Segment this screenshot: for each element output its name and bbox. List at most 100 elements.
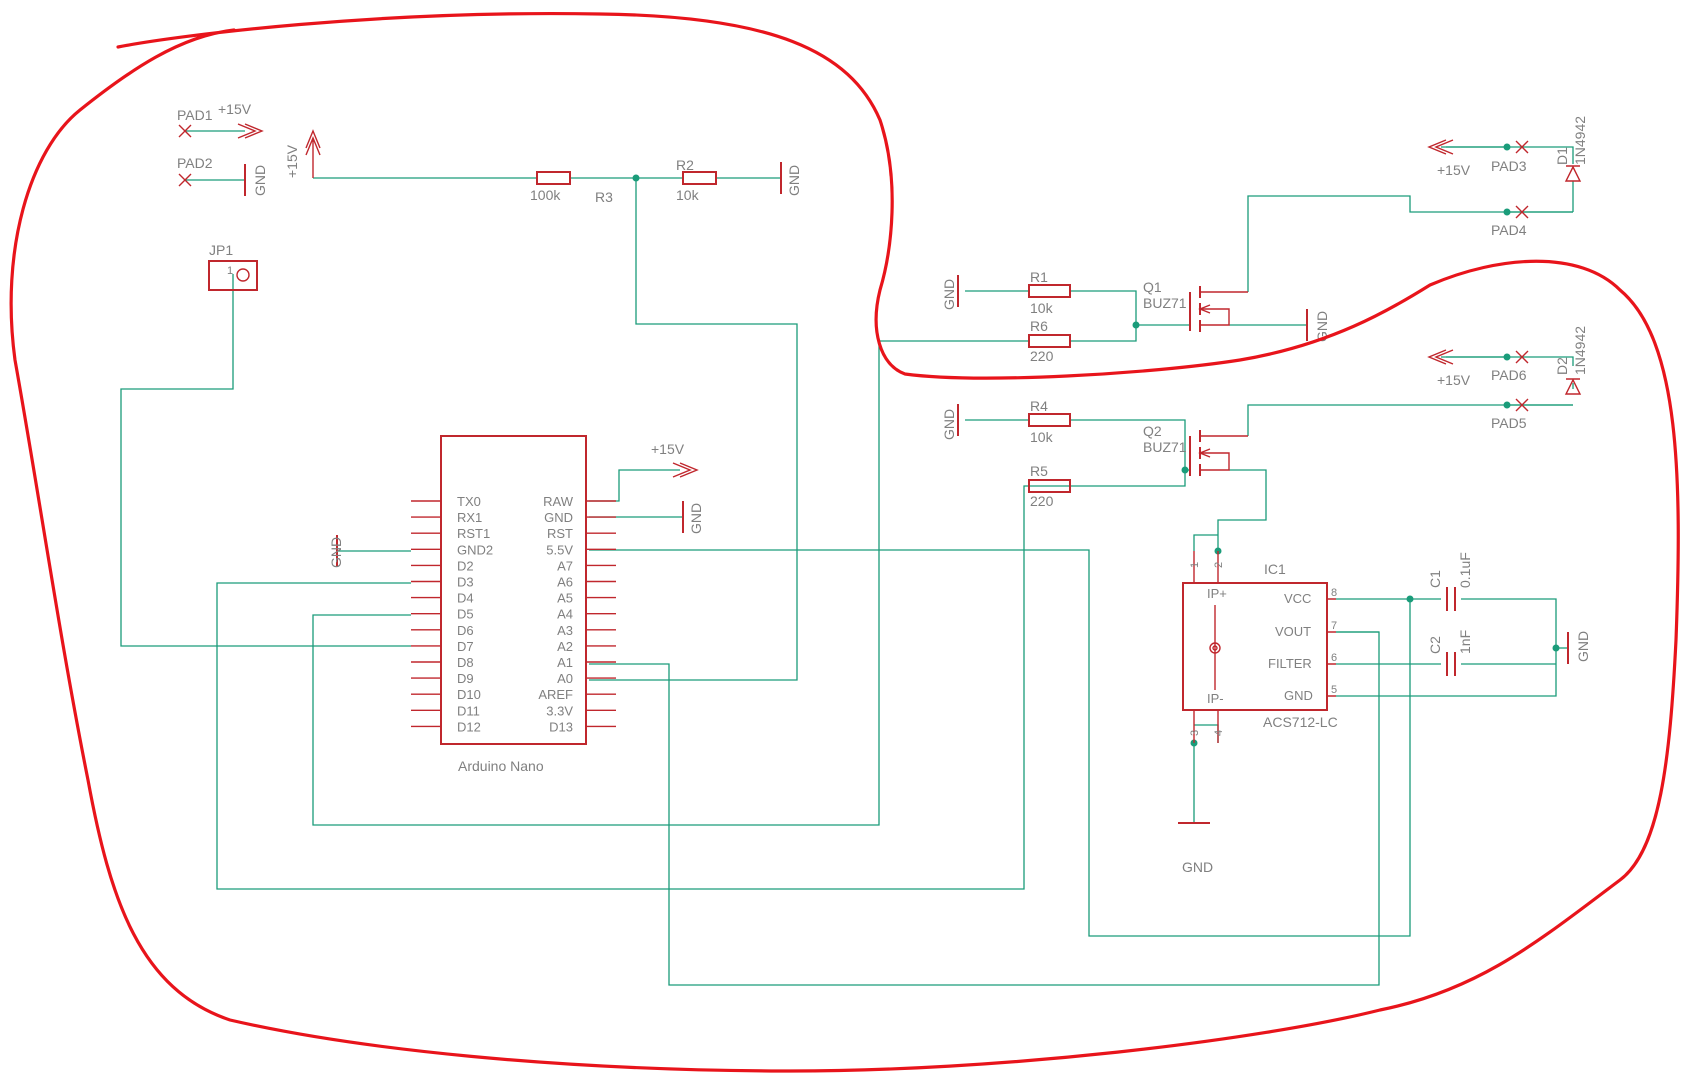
pad2-gnd-label: GND: [252, 165, 268, 196]
capacitor-c1[interactable]: C1 0.1uF: [1427, 552, 1473, 611]
pad1-supply-label: +15V: [218, 101, 252, 117]
c2-value: 1nF: [1457, 630, 1473, 654]
q2-name: Q2: [1143, 423, 1162, 439]
arduino-pin-tx0: TX0: [457, 494, 481, 509]
ic1-num-2: 2: [1213, 562, 1225, 568]
q1-part: BUZ71: [1143, 295, 1187, 311]
resistor-r4[interactable]: R4 10k: [1028, 398, 1071, 445]
ic1-pin-ipminus: IP-: [1207, 691, 1224, 706]
annotation-outlines: [9, 11, 1680, 1073]
r6-value: 220: [1030, 348, 1054, 364]
arduino-pin-a0: A0: [557, 671, 573, 686]
d1-part: 1N4942: [1572, 116, 1588, 165]
ic1-num-1: 1: [1189, 562, 1201, 568]
jp1-name: JP1: [209, 242, 233, 258]
arduino-pin-d6: D6: [457, 623, 474, 638]
arduino-pin-d9: D9: [457, 671, 474, 686]
arduino-nano[interactable]: TX0RX1RST1GND2D2D3D4D5D6D7D8D9D10D11D12 …: [411, 435, 616, 774]
ic1-pin-vcc: VCC: [1284, 591, 1311, 606]
junction-dots: [632, 143, 1560, 747]
arduino-pin-d11: D11: [457, 703, 480, 718]
diode-d2[interactable]: D2 1N4942: [1554, 326, 1588, 395]
jumper-jp1[interactable]: JP1 1: [208, 242, 258, 291]
supply-15v-arduino: +15V: [651, 441, 699, 478]
pad2-label: PAD2: [177, 155, 213, 171]
ic1-acs712[interactable]: IC1 ACS712-LC IP+ IP- VCC VOUT FILTER GN…: [1182, 551, 1338, 743]
arduino-pin-a7: A7: [557, 558, 573, 573]
arduino-pin-gnd: GND: [544, 510, 573, 525]
pad5-label: PAD5: [1491, 415, 1527, 431]
pad1[interactable]: PAD1 +15V: [177, 101, 264, 139]
ic1-num-8: 8: [1331, 587, 1337, 599]
pad4[interactable]: PAD4: [1491, 205, 1529, 238]
arduino-pin-a6: A6: [557, 575, 573, 590]
c2-name: C2: [1427, 636, 1443, 654]
arduino-pin-d7: D7: [457, 639, 474, 654]
d2-part: 1N4942: [1572, 326, 1588, 375]
r2-value: 10k: [676, 187, 700, 203]
supply-15v-label-rotated: +15V: [284, 144, 300, 178]
arduino-pin-d8: D8: [457, 655, 474, 670]
arduino-pin-d4: D4: [457, 591, 474, 606]
resistor-r2[interactable]: R2 10k: [676, 157, 717, 203]
arduino-pin-d10: D10: [457, 687, 481, 702]
arduino-label: Arduino Nano: [458, 758, 544, 774]
arduino-pin-raw: RAW: [543, 494, 574, 509]
resistor-r6[interactable]: R6 220: [1028, 318, 1071, 364]
r4-name: R4: [1030, 398, 1048, 414]
q2-part: BUZ71: [1143, 439, 1187, 455]
r3-name: R3: [595, 189, 613, 205]
pad2[interactable]: PAD2 GND: [177, 155, 268, 196]
arduino-pin-a2: A2: [557, 639, 573, 654]
pad6[interactable]: +15V PAD6: [1427, 349, 1529, 388]
pad5[interactable]: PAD5: [1491, 398, 1529, 431]
arduino-pin-a1: A1: [557, 655, 573, 670]
arduino-pin-rst1: RST1: [457, 526, 490, 541]
ic1-num-4: 4: [1213, 730, 1225, 736]
c1-name: C1: [1427, 570, 1443, 588]
pad6-label: PAD6: [1491, 367, 1527, 383]
c1-value: 0.1uF: [1457, 552, 1473, 588]
pad6-supply-label: +15V: [1437, 372, 1471, 388]
diode-d1[interactable]: D1 1N4942: [1554, 116, 1588, 182]
transistor-q2[interactable]: Q2 BUZ71: [1143, 423, 1248, 476]
r3-value: 100k: [530, 187, 561, 203]
gnd-r2-label: GND: [786, 165, 802, 196]
arduino-pin-d2: D2: [457, 558, 474, 573]
resistor-r1[interactable]: R1 10k: [1028, 269, 1071, 316]
supply-15v-r3: +15V: [284, 129, 321, 178]
arduino-pin-d5: D5: [457, 607, 474, 622]
resistor-r3[interactable]: 100k R3: [530, 171, 613, 205]
gnd-r2: GND: [780, 162, 802, 196]
ic1-num-5: 5: [1331, 684, 1337, 696]
ic1-pin-gnd: GND: [1284, 688, 1313, 703]
arduino-pin-3.3v: 3.3V: [546, 703, 573, 718]
capacitor-c2[interactable]: C2 1nF: [1427, 630, 1473, 676]
gnd-arduino-left-label: GND: [328, 537, 344, 568]
pad3-supply-label: +15V: [1437, 162, 1471, 178]
ic1-pin-vout: VOUT: [1275, 624, 1311, 639]
transistor-q1[interactable]: Q1 BUZ71: [1143, 279, 1248, 332]
gnd-r1: GND: [941, 275, 959, 310]
gnd-caps: GND: [1567, 631, 1591, 664]
gnd-r1-label: GND: [941, 279, 957, 310]
gnd-ic1-label: GND: [1182, 859, 1213, 875]
pad3[interactable]: +15V PAD3: [1427, 139, 1529, 178]
r5-name: R5: [1030, 463, 1048, 479]
resistor-r5[interactable]: R5 220: [1028, 463, 1071, 509]
r1-value: 10k: [1030, 300, 1054, 316]
q1-name: Q1: [1143, 279, 1162, 295]
r2-name: R2: [676, 157, 694, 173]
arduino-pin-a5: A5: [557, 591, 573, 606]
arduino-pin-5.5v: 5.5V: [546, 542, 573, 557]
ic1-name: IC1: [1264, 561, 1286, 577]
r4-value: 10k: [1030, 429, 1054, 445]
pad4-label: PAD4: [1491, 222, 1527, 238]
pad3-label: PAD3: [1491, 158, 1527, 174]
r1-name: R1: [1030, 269, 1048, 285]
ic1-pin-ipplus: IP+: [1207, 586, 1227, 601]
gnd-arduino-right: GND: [682, 501, 704, 534]
